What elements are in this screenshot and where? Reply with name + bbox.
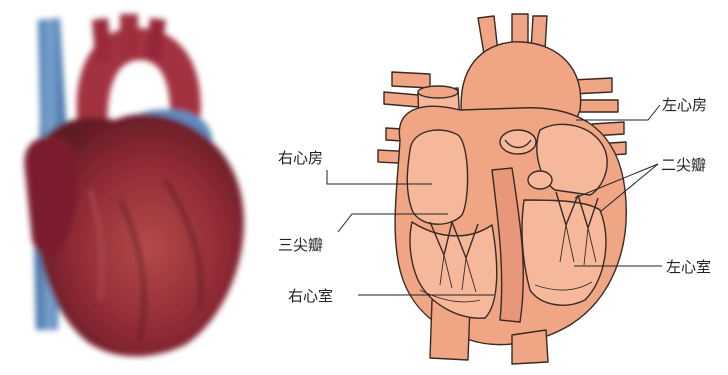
left-ventricle-chamber [522, 200, 606, 305]
right-branch-2 [576, 100, 618, 112]
label-left-atrium: 左心房 [662, 96, 707, 114]
arch-branch-2 [120, 14, 138, 58]
vena-cava-opening [418, 86, 458, 98]
anatomical-heart-photo [24, 14, 244, 356]
aortic-valve [528, 171, 552, 189]
label-left-ventricle: 左心室 [666, 258, 711, 276]
label-right-atrium: 右心房 [278, 149, 323, 167]
right-atrium-chamber [407, 130, 467, 224]
left-branch-1 [392, 72, 430, 88]
label-mitral-valve: 二尖瓣 [661, 156, 706, 174]
descending-aorta [512, 330, 548, 364]
pulmonary-valve [500, 130, 536, 154]
label-right-ventricle: 右心室 [288, 287, 333, 305]
label-tricuspid-valve: 三尖瓣 [278, 236, 323, 254]
heart-schematic [378, 14, 626, 364]
